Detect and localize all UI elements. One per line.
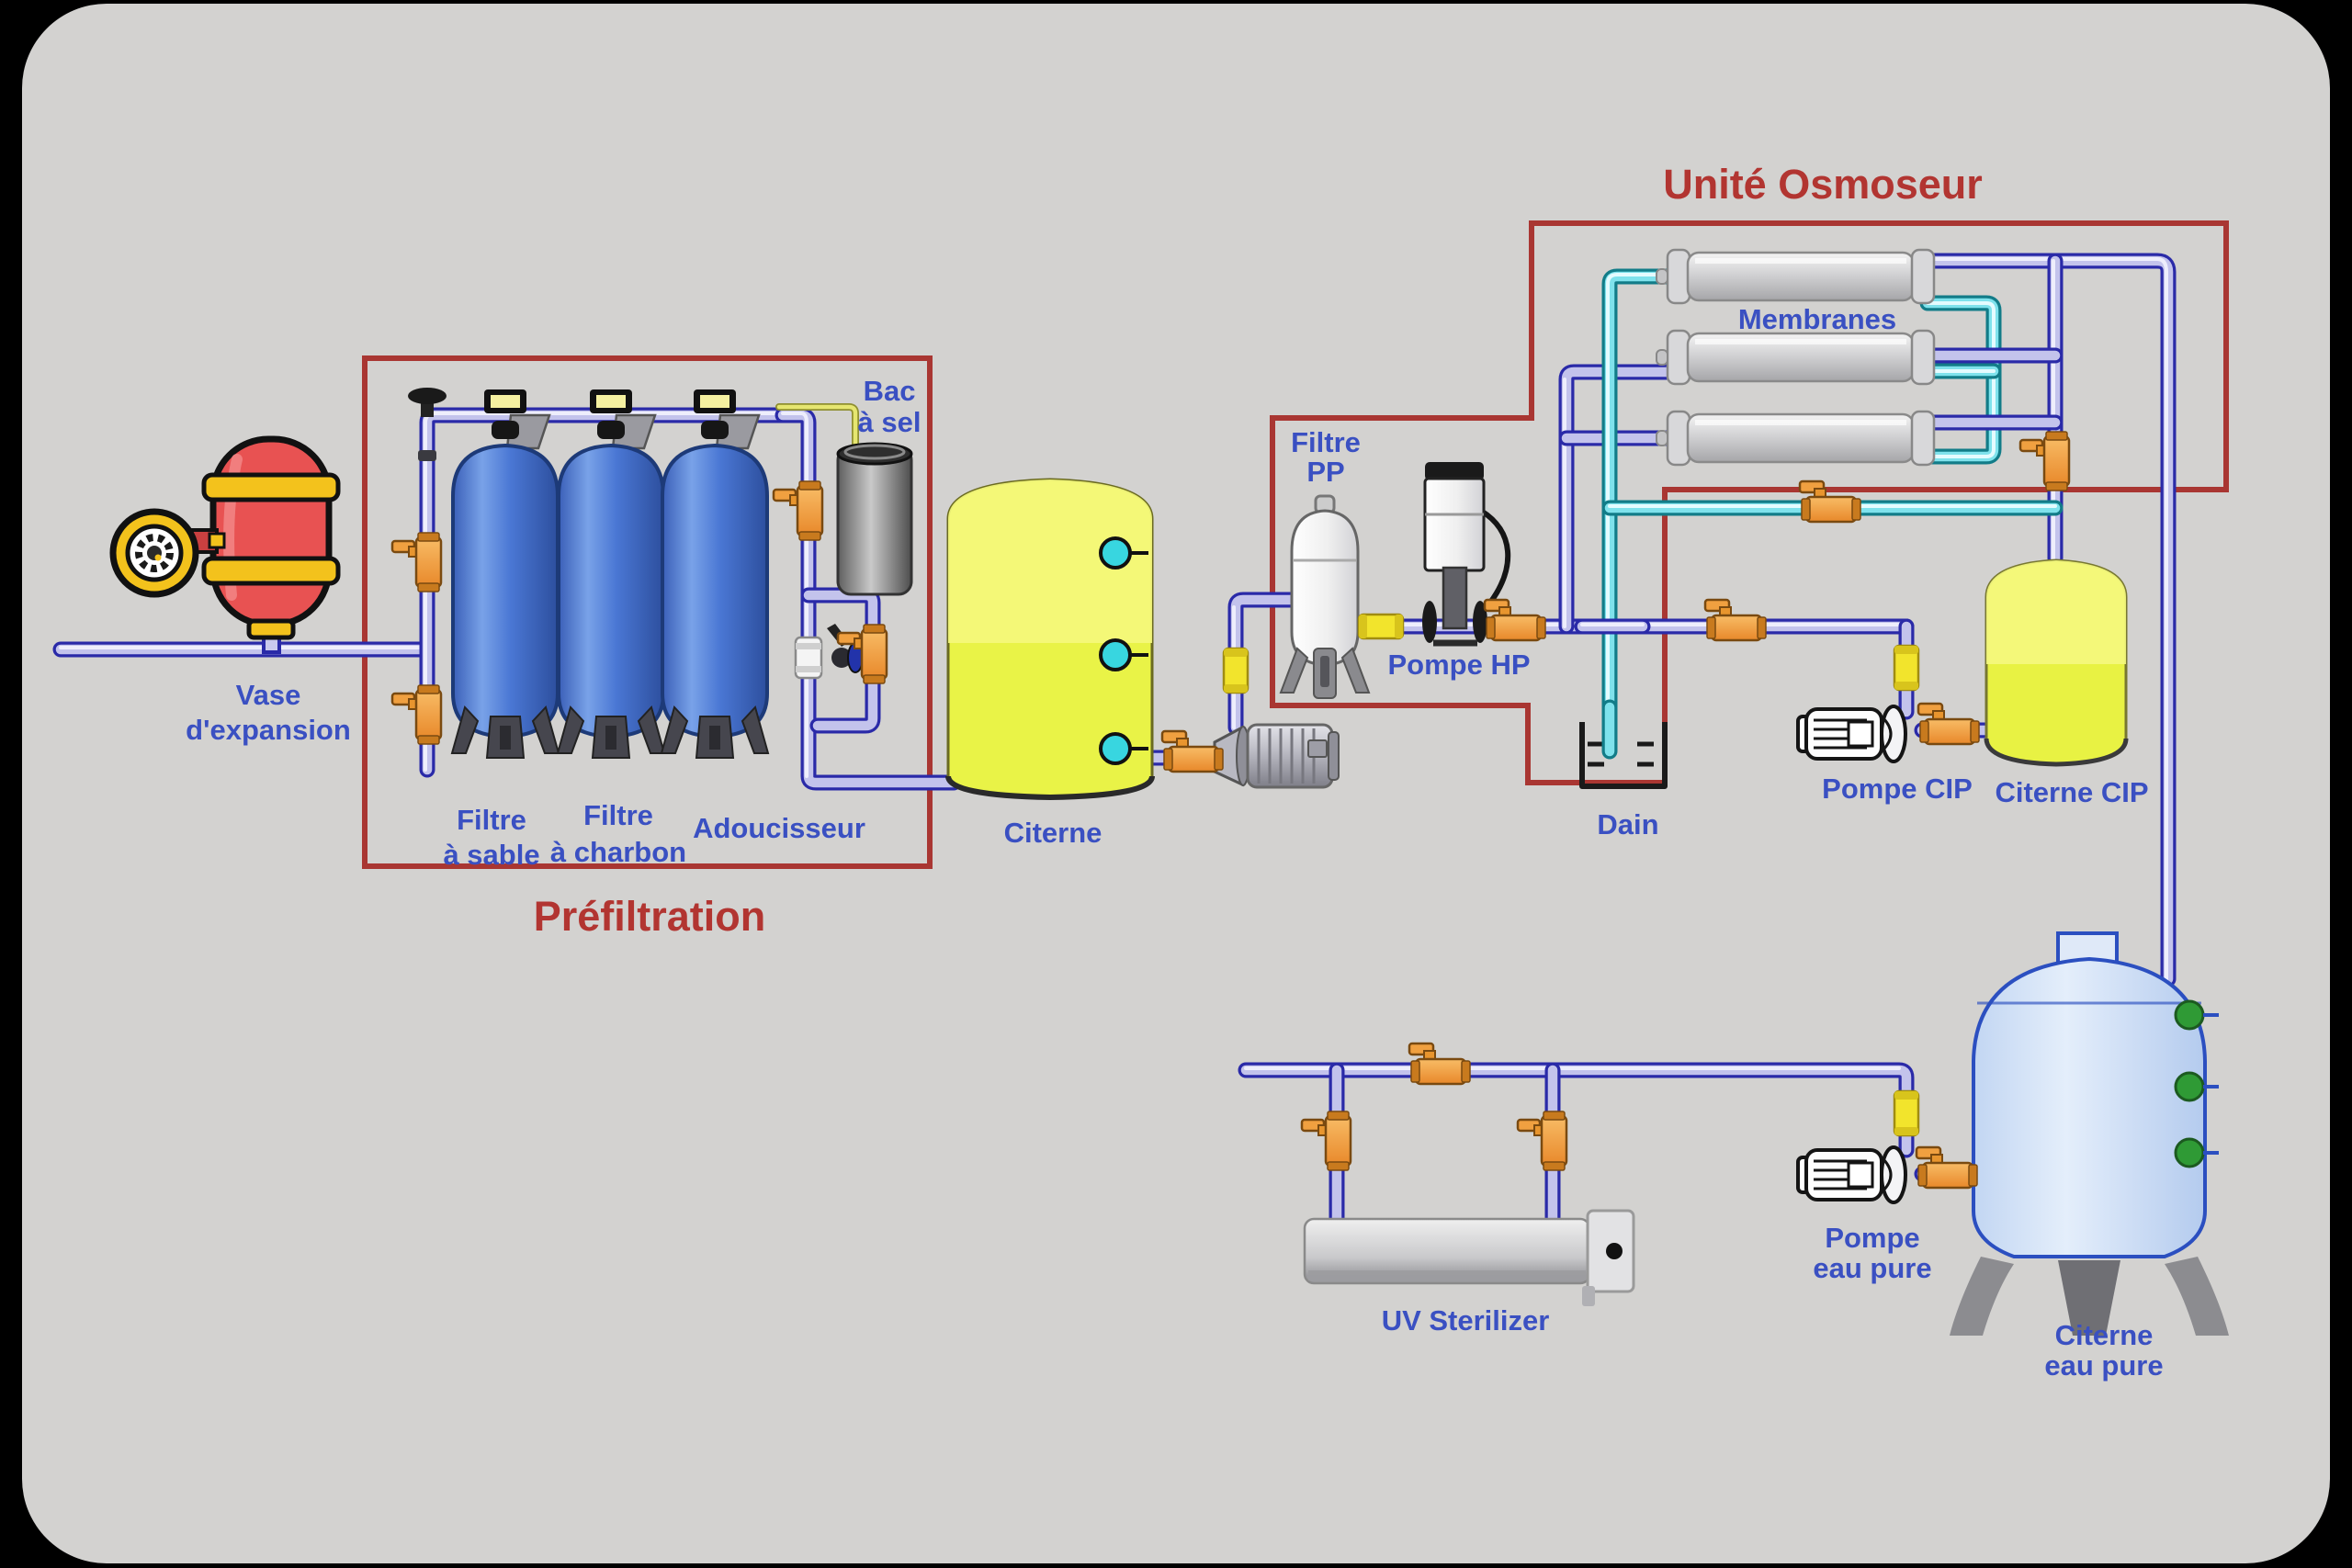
- label-pompe-eau-pure-1: Pompe: [1825, 1222, 1919, 1254]
- label-pompe-cip: Pompe CIP: [1822, 773, 1973, 805]
- pompe-hp-unit: [1422, 462, 1511, 647]
- membrane-vessel: [1656, 329, 1936, 386]
- label-filtre-pp-1: Filtre: [1291, 426, 1361, 458]
- citerne-eau-pure-tank: [1950, 931, 2229, 1336]
- pipe-brine: [775, 403, 859, 454]
- label-dain: Dain: [1597, 808, 1658, 840]
- membrane-vessel: [1656, 248, 1936, 305]
- flowmeter-icon: [1893, 644, 1920, 692]
- label-pompe-eau-pure-2: eau pure: [1813, 1252, 1931, 1284]
- label-filtre-sable-2: à sable: [443, 839, 539, 871]
- section-osmoseur-outline: [1270, 220, 2229, 785]
- label-vase-2: d'expansion: [186, 714, 351, 746]
- title-prefiltration: Préfiltration: [534, 893, 766, 940]
- title-unite-osmoseur: Unité Osmoseur: [1663, 161, 1983, 208]
- label-filtre-sable-1: Filtre: [457, 804, 526, 836]
- flowmeter-icon: [1893, 1089, 1920, 1137]
- label-pompe-hp: Pompe HP: [1387, 649, 1530, 681]
- flowmeter-icon: [1222, 647, 1250, 694]
- label-filtre-charbon-2: à charbon: [550, 836, 686, 868]
- label-citerne: Citerne: [1004, 817, 1102, 849]
- membrane-vessels: [1656, 248, 1936, 467]
- pipe-feed: [52, 641, 431, 658]
- label-uv-sterilizer: UV Sterilizer: [1382, 1304, 1550, 1337]
- citerne-tank: [945, 478, 1155, 801]
- uv-sterilizer-unit: [1303, 1209, 1635, 1306]
- tank-filtre-a-charbon: [556, 443, 666, 759]
- label-vase-1: Vase: [236, 679, 301, 711]
- label-bac-a-sel-1: Bac: [864, 375, 916, 407]
- pompe-cip-unit: [1796, 705, 1907, 763]
- flowmeter-icon: [1357, 613, 1405, 640]
- label-filtre-charbon-1: Filtre: [583, 799, 653, 831]
- label-citerne-eau-pure-1: Citerne: [2055, 1319, 2154, 1351]
- labels: Unité Osmoseur Préfiltration Vase d'expa…: [186, 161, 2163, 1382]
- label-filtre-pp-2: PP: [1306, 456, 1344, 488]
- drain-cup: [1579, 699, 1668, 789]
- membrane-cyan-manifold: [1919, 295, 2002, 465]
- pipe-hp-line-front: [1574, 618, 1651, 635]
- citerne-cip-tank: [1984, 558, 2129, 767]
- pompe-eau-pure-unit: [1796, 1145, 1907, 1204]
- label-bac-a-sel-2: à sel: [858, 406, 922, 438]
- filter-tanks: [450, 389, 770, 759]
- expansion-vessel: [109, 435, 341, 654]
- membrane-vessel: [1656, 410, 1936, 467]
- section-prefiltration-outline: [362, 355, 933, 869]
- tank-filtre-a-sable: [450, 443, 560, 759]
- bac-a-sel-tank: [836, 442, 913, 596]
- union-fitting: [794, 636, 823, 680]
- filtre-pp-vessel: [1279, 494, 1371, 699]
- label-adoucisseur: Adoucisseur: [693, 812, 865, 844]
- label-citerne-eau-pure-2: eau pure: [2044, 1349, 2163, 1382]
- transfer-pump: [1213, 723, 1340, 789]
- pressure-gauge-icon: [109, 508, 199, 598]
- label-membranes: Membranes: [1738, 303, 1896, 335]
- filter-tank-caps: [484, 389, 736, 439]
- pipes-concentrate: [1601, 268, 2064, 758]
- tank-adoucisseur: [660, 443, 770, 759]
- label-citerne-cip: Citerne CIP: [1995, 776, 2148, 808]
- riser-top-valve: [408, 388, 447, 461]
